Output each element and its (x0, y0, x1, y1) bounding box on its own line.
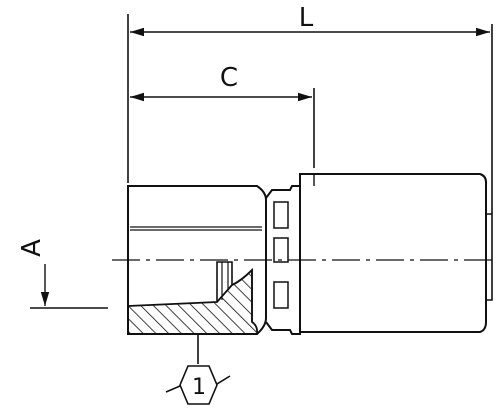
hatched-section (127, 267, 259, 335)
callout-tick-right (216, 375, 231, 385)
dimension-c (130, 88, 315, 168)
callout-number: 1 (192, 375, 206, 400)
shell-outline (299, 173, 487, 333)
label-a: A (17, 239, 47, 257)
collar-ring-1 (273, 201, 289, 229)
dimension-a (30, 264, 108, 309)
collar-ring-2 (273, 237, 289, 263)
stem-tip (486, 213, 493, 301)
dimension-l (127, 14, 493, 214)
callout-1 (165, 334, 231, 405)
hexagon-callout-icon (179, 365, 218, 405)
label-l: L (299, 3, 314, 33)
callout-tick-left (165, 385, 181, 393)
collar-ring-3 (273, 281, 289, 309)
label-c: C (220, 63, 238, 93)
hex-nut-outline (127, 185, 267, 335)
